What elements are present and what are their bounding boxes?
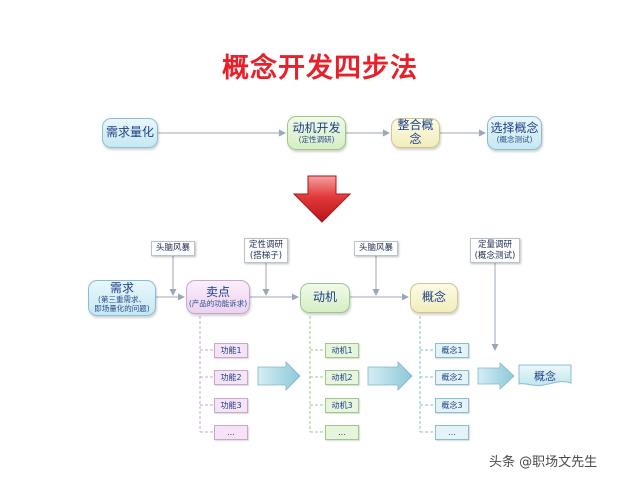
note-quantitative-line2: (概念测试): [474, 250, 516, 261]
node-selling-point: 卖点 (产品的功能诉求): [186, 280, 250, 314]
function-item-2: 功能2: [214, 370, 248, 385]
node-motive: 动机: [300, 283, 350, 313]
function-item-1: 功能1: [214, 343, 248, 358]
step-demand-quant: 需求量化: [102, 118, 158, 148]
concept-item-3: 概念3: [435, 398, 469, 413]
step-integrate-label: 整合概念: [397, 118, 434, 146]
node-selling-point-label: 卖点: [205, 284, 230, 299]
node-demand-sub-1: (第三重需求、: [98, 295, 146, 305]
node-demand-label: 需求: [109, 281, 134, 296]
node-demand-sub-2: 即场量化的问题): [94, 303, 150, 313]
node-motive-label: 动机: [312, 290, 337, 305]
note-qualitative: 定性调研 (搭梯子): [244, 238, 288, 264]
flow-arrow-3: [477, 362, 515, 390]
node-demand: 需求 (第三重需求、 即场量化的问题): [88, 280, 156, 316]
final-concept: 概念: [518, 364, 572, 388]
step-motive-dev-label: 动机开发: [292, 120, 341, 135]
motive-item-2: 动机2: [325, 370, 359, 385]
node-selling-point-sub: (产品的功能诉求): [188, 298, 248, 308]
step-select-label: 选择概念: [490, 120, 539, 135]
function-item-3: 功能3: [214, 398, 248, 413]
motive-tree-lines: [309, 316, 325, 433]
note-brainstorm-2-text: 头脑风暴: [358, 243, 393, 253]
note-qualitative-line1: 定性调研: [248, 240, 283, 250]
note-brainstorm-1: 头脑风暴: [151, 241, 195, 256]
step-integrate: 整合概念: [391, 118, 440, 148]
note-brainstorm-1-text: 头脑风暴: [155, 243, 190, 253]
function-tree-lines: [199, 316, 214, 433]
motive-item-3: 动机3: [325, 398, 359, 413]
concept-item-1: 概念1: [435, 343, 469, 358]
note-quantitative-line1: 定量调研: [477, 240, 512, 250]
step-select: 选择概念 (概念测试): [487, 116, 542, 150]
step-motive-dev: 动机开发 (定性调研): [287, 116, 346, 150]
concept-item-2: 概念2: [435, 370, 469, 385]
motive-item-more: ...: [325, 425, 359, 440]
concept-item-more: ...: [435, 425, 469, 440]
note-qualitative-line2: (搭梯子): [249, 250, 283, 261]
node-concept-label: 概念: [421, 290, 446, 305]
step-motive-dev-sub: (定性调研): [298, 134, 335, 144]
page-title: 概念开发四步法: [222, 53, 418, 84]
step-select-sub: (概念测试): [496, 134, 533, 144]
flow-arrow-1: [257, 361, 301, 391]
watermark: 头条 @职场文先生: [489, 455, 598, 470]
function-item-more: ...: [214, 425, 248, 440]
final-concept-label: 概念: [534, 370, 556, 383]
flow-arrow-2: [367, 361, 413, 391]
big-down-arrow: [292, 175, 352, 223]
node-concept: 概念: [410, 283, 458, 313]
note-brainstorm-2: 头脑风暴: [354, 241, 398, 256]
step-demand-quant-label: 需求量化: [105, 125, 154, 140]
document-shape: [518, 364, 572, 387]
motive-item-1: 动机1: [325, 343, 359, 358]
concept-tree-lines: [419, 316, 435, 433]
note-quantitative: 定量调研 (概念测试): [470, 238, 520, 264]
